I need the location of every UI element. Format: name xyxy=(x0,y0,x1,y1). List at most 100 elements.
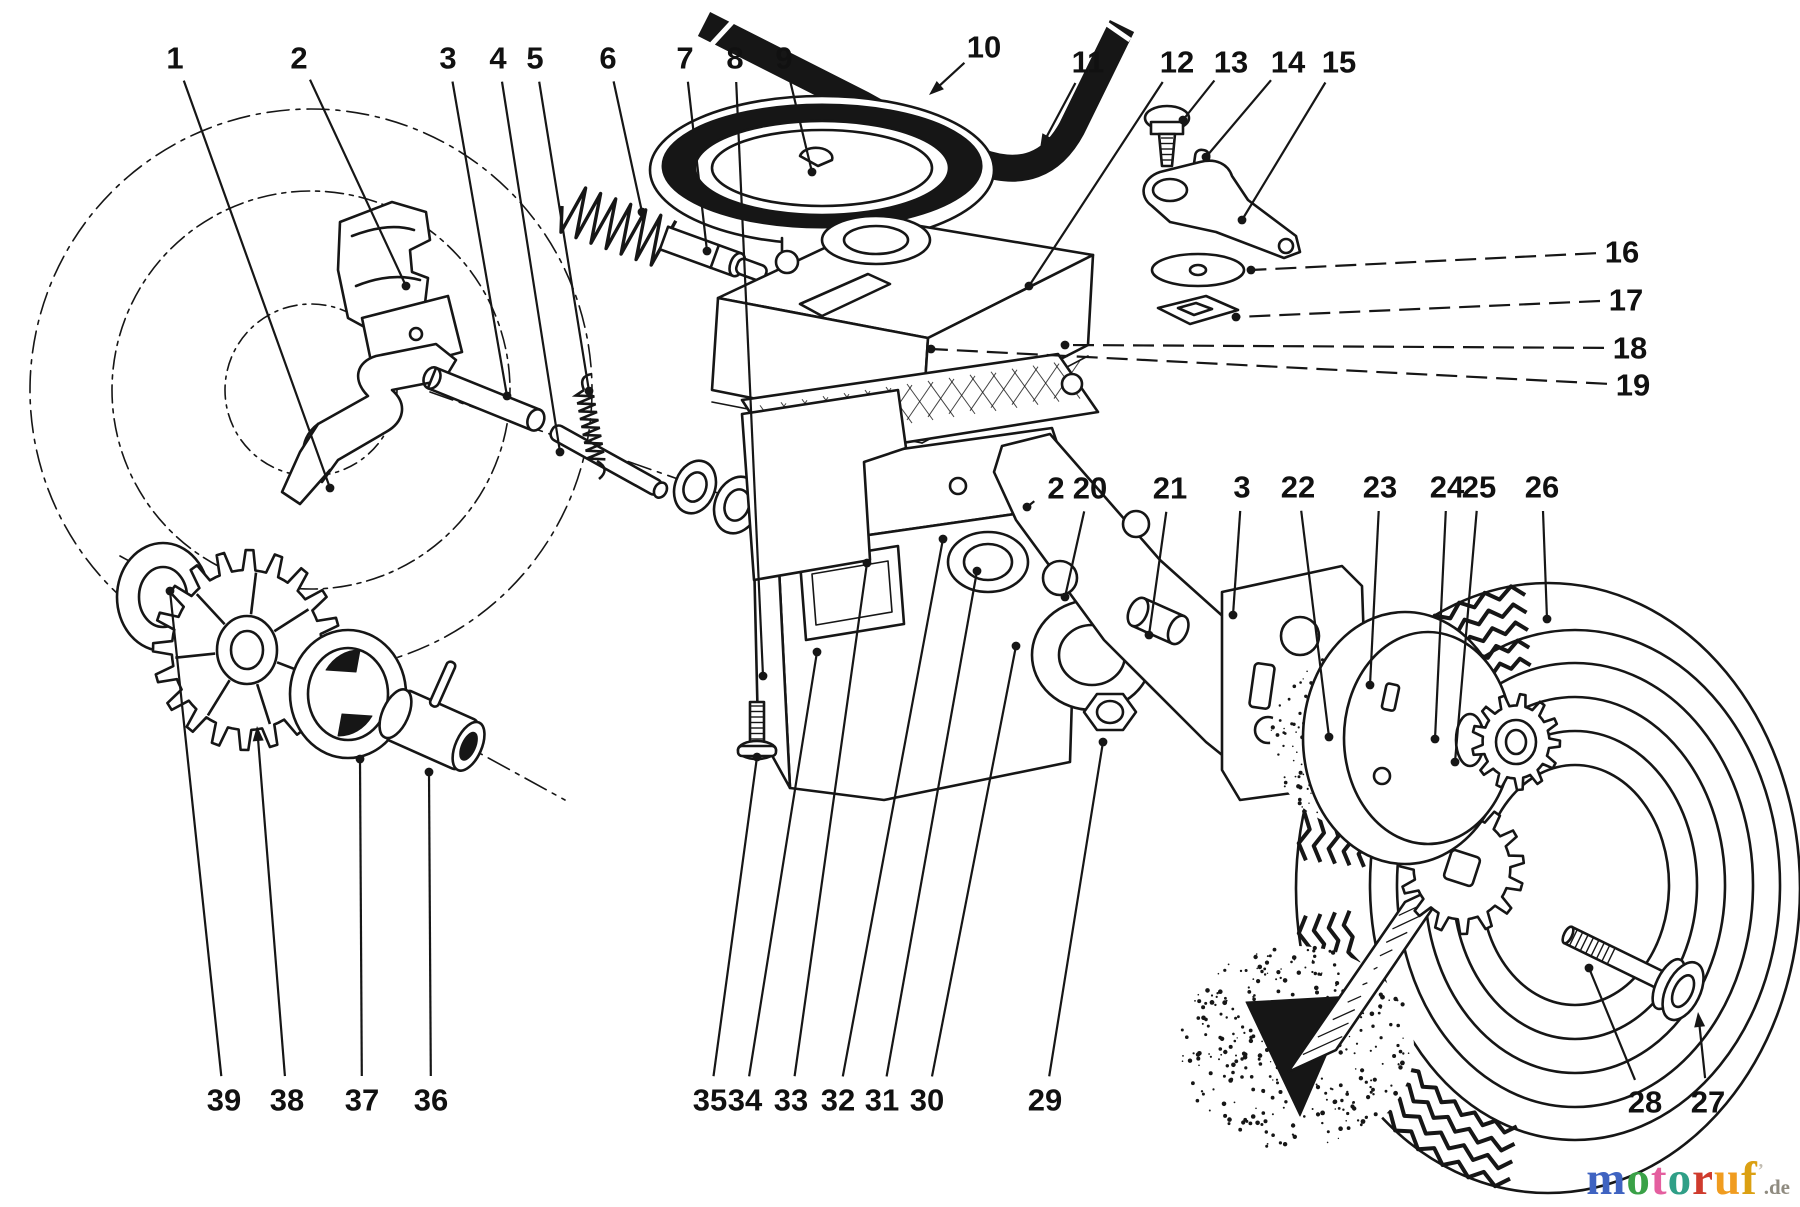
callout-label: 38 xyxy=(270,1083,304,1118)
callout-label: 34 xyxy=(728,1083,763,1118)
pivot-bracket xyxy=(1142,159,1302,260)
leader-line xyxy=(885,570,979,1077)
leader-line xyxy=(451,81,509,397)
callout-label: 16 xyxy=(1605,235,1639,270)
leader-line xyxy=(1453,510,1478,763)
detent-rod xyxy=(549,424,669,499)
leader-dot xyxy=(1231,312,1241,322)
leader-line xyxy=(1433,510,1447,740)
watermark-letter: u xyxy=(1713,1153,1742,1205)
leader-line xyxy=(1028,81,1164,287)
pinion-gear xyxy=(1454,692,1562,792)
leader-dot xyxy=(355,754,365,764)
callout-label: 22 xyxy=(1281,470,1315,505)
leader-dot xyxy=(1144,630,1154,640)
leader-line xyxy=(1698,1021,1707,1079)
leader-line xyxy=(1300,510,1331,738)
callout-label: 25 xyxy=(1462,470,1496,505)
leader-line xyxy=(1235,299,1601,319)
callout-label: 29 xyxy=(1028,1083,1062,1118)
leader-dot xyxy=(1024,281,1034,291)
leader-line xyxy=(841,538,945,1077)
leader-dot xyxy=(424,767,434,777)
callout-label: 3 xyxy=(439,41,456,76)
watermark-letter: t xyxy=(1650,1153,1668,1205)
callout-label: 2 xyxy=(290,41,307,76)
leader-line xyxy=(1063,511,1086,598)
leader-line xyxy=(748,651,819,1077)
callout-label: 17 xyxy=(1609,283,1643,318)
leader-dot xyxy=(165,586,175,596)
watermark-letter: o xyxy=(1626,1153,1651,1205)
leader-dot xyxy=(1178,115,1188,125)
leader-dot xyxy=(1060,592,1070,602)
watermark-letter: f xyxy=(1741,1153,1758,1205)
callout-label: 7 xyxy=(676,41,693,76)
callout-label: 4 xyxy=(489,41,507,76)
leader-dot xyxy=(1246,265,1256,275)
leader-dot xyxy=(502,391,512,401)
callout-label: 18 xyxy=(1613,331,1647,366)
leader-dot xyxy=(752,752,762,762)
leader-arrowhead xyxy=(1694,1012,1706,1028)
callout-label: 27 xyxy=(1691,1085,1725,1120)
callout-label: 6 xyxy=(599,41,616,76)
shift-fork-assembly xyxy=(280,200,669,506)
leader-dot xyxy=(862,558,872,568)
leader-line xyxy=(1205,79,1272,158)
callout-label: 28 xyxy=(1628,1085,1662,1120)
watermark-letter: r xyxy=(1692,1153,1714,1205)
callout-label: 24 xyxy=(1430,470,1465,505)
callout-label: 8 xyxy=(726,41,743,76)
callout-label: 3 xyxy=(1233,470,1250,505)
leader-line xyxy=(168,590,223,1077)
callout-label: 1 xyxy=(166,41,183,76)
leader-line xyxy=(1250,252,1597,272)
callout-label: 2 xyxy=(1047,471,1064,506)
leader-line xyxy=(256,735,286,1077)
callout-label: 39 xyxy=(207,1083,241,1118)
leader-line xyxy=(309,79,407,287)
leader-line xyxy=(612,81,644,213)
callout-label: 32 xyxy=(821,1083,855,1118)
leader-dot xyxy=(1324,732,1334,742)
callout-label: 26 xyxy=(1525,470,1559,505)
leader-line xyxy=(538,81,591,392)
leader-line xyxy=(1231,510,1242,616)
leader-arrowhead xyxy=(929,81,944,95)
leader-line xyxy=(1064,343,1605,349)
leader-line xyxy=(1048,741,1105,1077)
leader-line xyxy=(1043,82,1077,141)
callout-label: 36 xyxy=(414,1083,448,1118)
leader-dot xyxy=(1022,502,1032,512)
leader-line xyxy=(789,81,814,173)
callout-label: 30 xyxy=(910,1083,944,1118)
leader-dot xyxy=(401,281,411,291)
leader-line xyxy=(930,347,1608,385)
callout-label: 10 xyxy=(967,30,1001,65)
extension-spring xyxy=(571,372,606,480)
housing-bolt xyxy=(736,700,778,761)
leader-dot xyxy=(938,534,948,544)
callout-label: 11 xyxy=(1072,45,1105,80)
hex-screw xyxy=(1143,104,1191,168)
leader-dot xyxy=(1060,340,1070,350)
leader-line xyxy=(1368,510,1380,686)
leader-dot xyxy=(1365,680,1375,690)
leader-dot xyxy=(1584,963,1594,973)
leader-dot xyxy=(807,167,817,177)
leader-dot xyxy=(972,566,982,576)
leader-line xyxy=(793,562,869,1077)
watermark-suffix: .de xyxy=(1763,1175,1790,1199)
leader-line xyxy=(427,771,432,1077)
left-gear-cluster xyxy=(115,541,486,772)
leader-dot xyxy=(1228,610,1238,620)
leader-dot xyxy=(926,344,936,354)
leader-dot xyxy=(325,483,335,493)
spacer xyxy=(1126,596,1190,646)
leader-line xyxy=(712,756,759,1077)
callout-label: 23 xyxy=(1363,470,1397,505)
